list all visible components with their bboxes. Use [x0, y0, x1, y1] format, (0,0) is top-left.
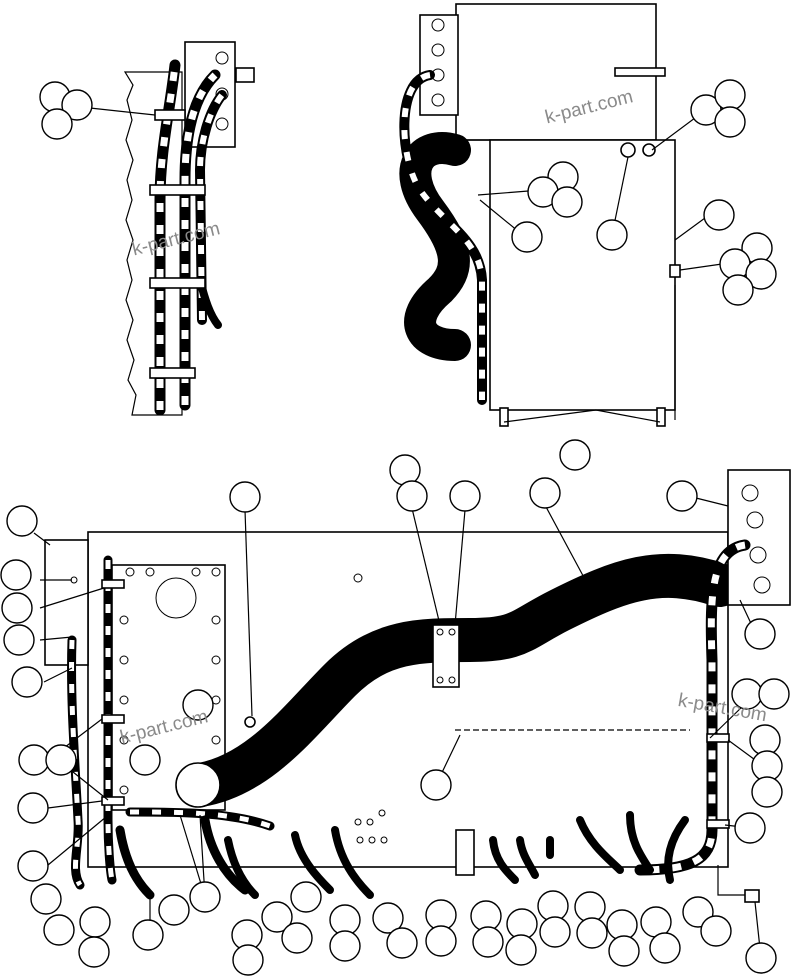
main-suction-hose	[178, 553, 742, 807]
small-hose-side	[399, 70, 487, 405]
top-right-view	[399, 3, 737, 427]
side-bracket	[44, 539, 89, 666]
top-left-view	[89, 41, 255, 416]
bottom-view	[33, 469, 791, 959]
hose-saddle-clamp	[432, 624, 460, 688]
clamp	[149, 184, 206, 196]
wall-section	[123, 71, 183, 416]
callout-bubbles	[0, 79, 790, 976]
mount-stud	[235, 67, 255, 83]
hose-b	[179, 69, 221, 411]
tank-body	[489, 139, 676, 411]
valve-block	[727, 469, 791, 606]
large-hose-loop	[399, 132, 471, 361]
